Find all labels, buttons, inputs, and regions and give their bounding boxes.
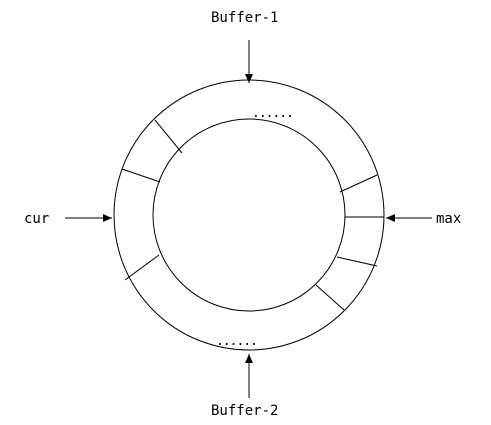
label-buffer-1: Buffer-1 xyxy=(211,10,278,26)
slot-divider xyxy=(339,174,378,193)
slot-divider xyxy=(336,256,378,267)
inner-ring xyxy=(152,118,346,312)
ellipsis-bottom: ...... xyxy=(216,334,257,349)
slot-divider xyxy=(121,168,161,183)
label-buffer-2: Buffer-2 xyxy=(211,403,278,419)
label-max: max xyxy=(436,211,461,227)
slot-divider xyxy=(315,284,345,311)
slot-divider xyxy=(124,254,160,281)
slot-divider xyxy=(154,119,183,154)
ellipsis-top: ...... xyxy=(252,106,293,121)
label-cur: cur xyxy=(24,211,49,227)
